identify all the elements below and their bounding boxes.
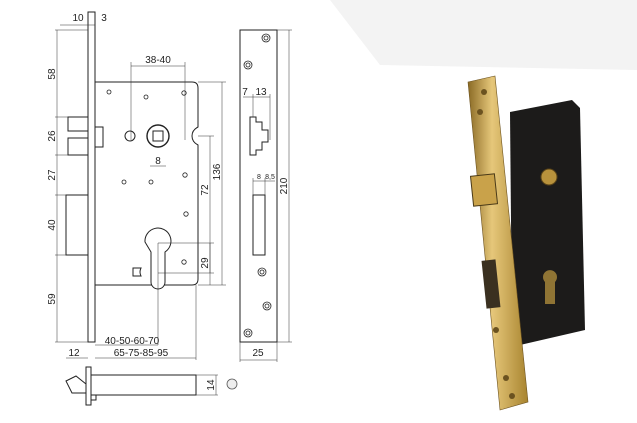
dim-38-40: 38-40: [145, 55, 171, 66]
dim-136: 136: [212, 163, 223, 180]
bottom-view: 14: [65, 366, 238, 406]
dim-12: 12: [68, 348, 80, 359]
dim-25: 25: [252, 348, 264, 359]
dim-29: 29: [200, 257, 211, 269]
faceplate: [87, 11, 96, 343]
lock-case-photo: [510, 100, 585, 345]
latch-photo: [469, 173, 499, 207]
faceplate-screws-photo: [477, 89, 515, 399]
dim-13: 13: [255, 87, 267, 98]
dim-40: 40: [47, 219, 58, 231]
side-view: 7 13 8 8,5 210 25: [239, 29, 292, 362]
dim-slot-8-5: 8,5: [265, 174, 275, 181]
screw-holes: [106, 89, 189, 265]
spindle-square: [152, 130, 164, 142]
deadbolt: [65, 194, 89, 256]
dim-7: 7: [242, 87, 248, 98]
dim-210: 210: [279, 177, 290, 194]
dim-slot-8: 8: [257, 174, 261, 181]
faceplate-side: [239, 29, 278, 343]
dim-26: 26: [47, 130, 58, 142]
dim-72: 72: [200, 184, 211, 196]
latch-tab-profile: [90, 394, 97, 401]
cylinder-section-icon: [226, 378, 238, 390]
latch-side: [249, 116, 269, 156]
dim-backset-cylinder: 40-50-60-70: [105, 336, 160, 347]
latch-bolt-upper: [67, 116, 89, 132]
dim-3: 3: [101, 13, 107, 24]
front-view: 10 3 38-40 8 58 26 27 40 59 72 136 29 40…: [47, 11, 226, 360]
product-photo: [467, 75, 585, 411]
catch: [132, 267, 142, 277]
dim-case-depth: 65-75-85-95: [114, 348, 169, 359]
faceplate-screws: [243, 33, 272, 338]
latch-profile: [65, 375, 87, 394]
follower-hole: [124, 130, 136, 142]
dim-58: 58: [47, 68, 58, 80]
cylinder-hole-photo: [543, 270, 557, 304]
dim-59: 59: [47, 293, 58, 305]
dim-8: 8: [155, 156, 161, 167]
lock-case: [94, 81, 199, 286]
deadbolt-slot-photo: [481, 259, 501, 309]
latch-tab: [94, 126, 104, 148]
dim-27: 27: [47, 169, 58, 181]
spindle-hub-photo: [540, 168, 558, 186]
background-shade: [330, 0, 637, 70]
deadbolt-slot: [252, 194, 266, 256]
latch-bolt-lower: [67, 137, 89, 156]
dim-14: 14: [206, 379, 217, 391]
case-edge: [90, 374, 197, 396]
faceplate-edge: [85, 366, 92, 406]
dim-10: 10: [72, 13, 84, 24]
